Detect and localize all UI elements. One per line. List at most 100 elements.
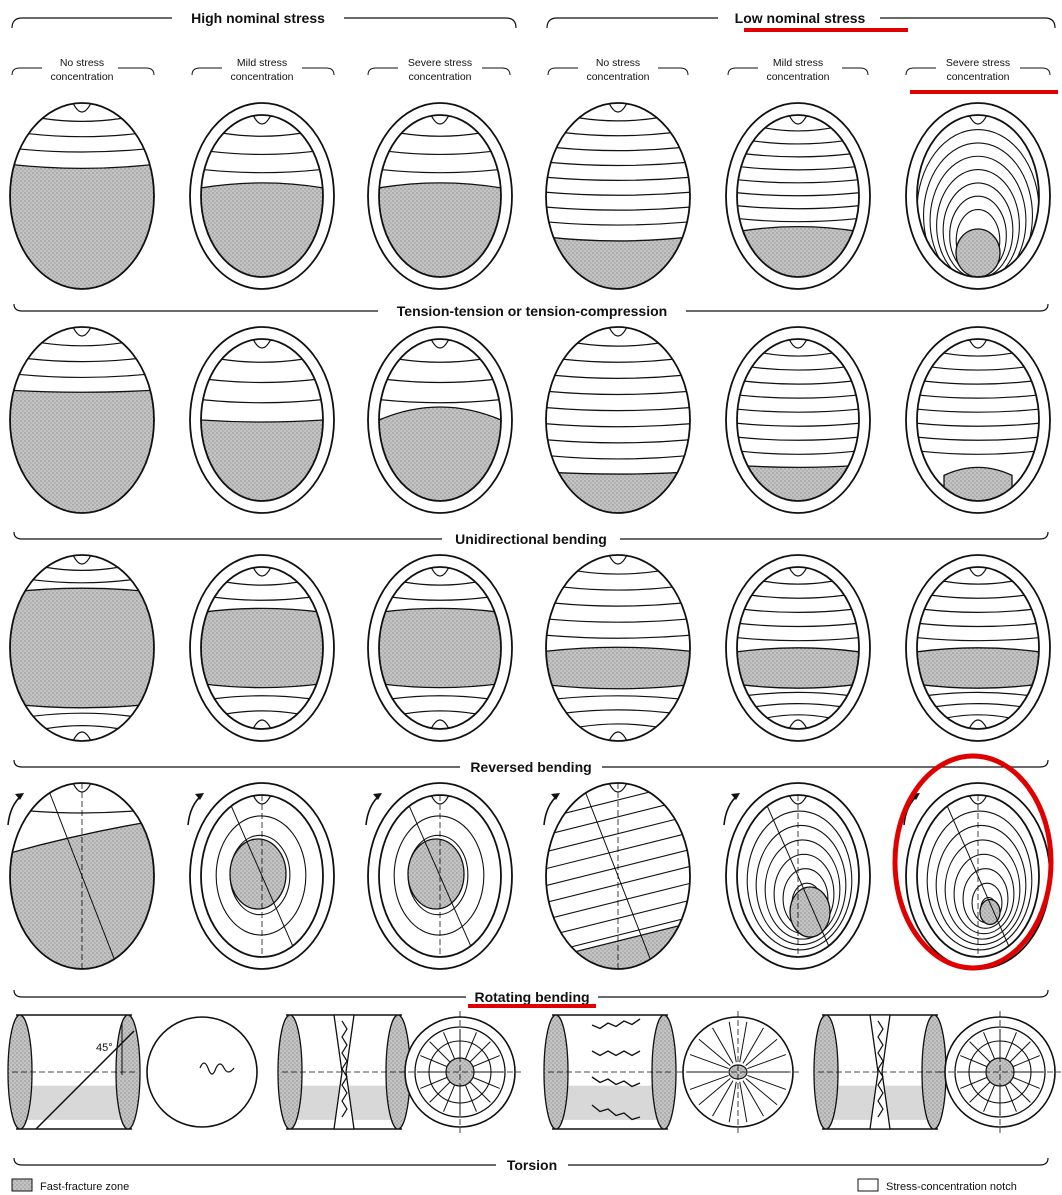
row-label-tension: Tension-tension or tension-compression (397, 303, 667, 319)
row-separator-torsion: Torsion (14, 1157, 1048, 1173)
legend-fast-fracture: Fast-fracture zone (12, 1179, 129, 1193)
group-title-low: Low nominal stress (735, 10, 866, 26)
specimen-tension-col1 (10, 103, 154, 289)
beach-mark (546, 424, 690, 427)
shaft-end-left (544, 1015, 568, 1129)
specimen-tension-col6 (906, 103, 1050, 292)
column-label-5: Mild stress concentration (728, 57, 868, 83)
beach-mark (547, 207, 690, 210)
svg-text:Mild stress: Mild stress (773, 57, 823, 69)
column-label-6: Severe stress concentration (906, 57, 1058, 92)
legend: Fast-fracture zone Stress-concentration … (12, 1179, 1017, 1193)
column-label-2: Mild stress concentration (192, 57, 334, 83)
specimen-rotating-col5 (724, 783, 870, 969)
specimen-rotating-col3 (366, 783, 512, 969)
specimen-unidirectional-col5 (726, 327, 870, 513)
svg-text:Severe stress: Severe stress (408, 57, 472, 69)
beach-mark (549, 222, 687, 225)
beach-mark (552, 456, 685, 459)
row-separator-unidirectional: Unidirectional bending (14, 531, 1048, 547)
svg-text:concentration: concentration (408, 71, 471, 83)
row-separator-rotating: Rotating bending (14, 989, 1048, 1006)
beach-mark (577, 343, 658, 346)
specimen-reversed-col3 (368, 555, 512, 741)
specimen-tension-col4 (546, 103, 690, 289)
legend-notch-label: Stress-concentration notch (886, 1181, 1017, 1193)
column-label-3: Severe stress concentration (368, 57, 510, 83)
svg-text:concentration: concentration (230, 71, 293, 83)
beach-mark (566, 710, 669, 713)
fast-fracture-zone (546, 647, 690, 688)
shaft-shading (554, 1086, 666, 1120)
specimen-unidirectional-col2 (190, 327, 334, 513)
specimen-rotating-col1 (8, 773, 154, 979)
specimen-tension-col3 (368, 103, 512, 289)
torsion-shaft-1: 45° (8, 1015, 140, 1129)
beach-mark (547, 177, 688, 180)
torsion-face-2 (399, 1011, 521, 1133)
beach-mark (578, 571, 659, 574)
fast-fracture-zone (790, 887, 830, 937)
crack-origin-top (73, 555, 91, 564)
torsion-shaft-3 (544, 1015, 676, 1129)
beach-mark (547, 635, 690, 638)
rotation-arrowhead (195, 793, 204, 800)
specimen-unidirectional-col4 (546, 327, 690, 513)
specimen-rotating-col2 (188, 783, 334, 969)
fast-fracture-zone (408, 839, 464, 909)
fast-fracture-zone (737, 648, 859, 688)
row-separator-reversed: Reversed bending (14, 759, 1048, 775)
specimen-reversed-col1 (10, 555, 154, 741)
specimen-unidirectional-col6 (906, 327, 1050, 513)
rotation-arrowhead (15, 793, 24, 800)
fast-fracture-swatch (12, 1179, 32, 1191)
torsion-row: 45° (8, 1011, 1061, 1133)
torsion-shaft-4 (814, 1015, 946, 1129)
specimen-reversed-col2 (190, 555, 334, 741)
beach-mark (46, 567, 118, 570)
fast-fracture-zone (230, 839, 286, 909)
crack-origin (609, 327, 627, 336)
svg-text:concentration: concentration (946, 71, 1009, 83)
specimen-rotating-col4 (544, 773, 690, 979)
crack-origin-top (609, 555, 627, 564)
fast-fracture-zone (10, 588, 154, 708)
fast-fracture-zone (956, 229, 1000, 277)
beach-mark (558, 696, 679, 699)
torsion-shaft-2 (278, 1015, 410, 1129)
crack-origin (609, 103, 627, 112)
beach-mark (550, 619, 687, 622)
rotation-arrowhead (551, 793, 560, 800)
notch-swatch (858, 1179, 878, 1191)
shaft-end-right (652, 1015, 676, 1129)
crack-origin (73, 103, 91, 112)
beach-mark (551, 163, 685, 166)
fracture-surface (10, 773, 154, 979)
column-labels: No stress concentration Mild stress conc… (12, 57, 1058, 92)
row-label-reversed: Reversed bending (470, 759, 591, 775)
fast-fracture-zone (201, 608, 323, 687)
crack-origin-bottom (609, 732, 627, 741)
column-label-4: No stress concentration (548, 57, 688, 83)
fast-fracture-zone (986, 1058, 1014, 1086)
beach-mark (579, 118, 657, 121)
legend-fast-fracture-label: Fast-fracture zone (40, 1181, 129, 1193)
row-label-unidirectional: Unidirectional bending (455, 531, 607, 547)
beach-mark (555, 603, 681, 606)
beach-mark (19, 374, 145, 377)
face-outline (147, 1017, 257, 1127)
fast-fracture-zone (10, 390, 154, 513)
beach-mark (28, 359, 136, 362)
shaft-end-left (8, 1015, 32, 1129)
beach-mark (33, 580, 131, 583)
specimen-reversed-col5 (726, 555, 870, 741)
column-label-1: No stress concentration (12, 57, 154, 83)
shaft-end-left (278, 1015, 302, 1129)
svg-text:Mild stress: Mild stress (237, 57, 287, 69)
fast-fracture-zone (446, 1058, 474, 1086)
beach-mark (546, 192, 690, 195)
torsion-face-3 (677, 1011, 799, 1133)
beach-mark (33, 713, 131, 716)
group-header-high: High nominal stress (12, 10, 516, 28)
